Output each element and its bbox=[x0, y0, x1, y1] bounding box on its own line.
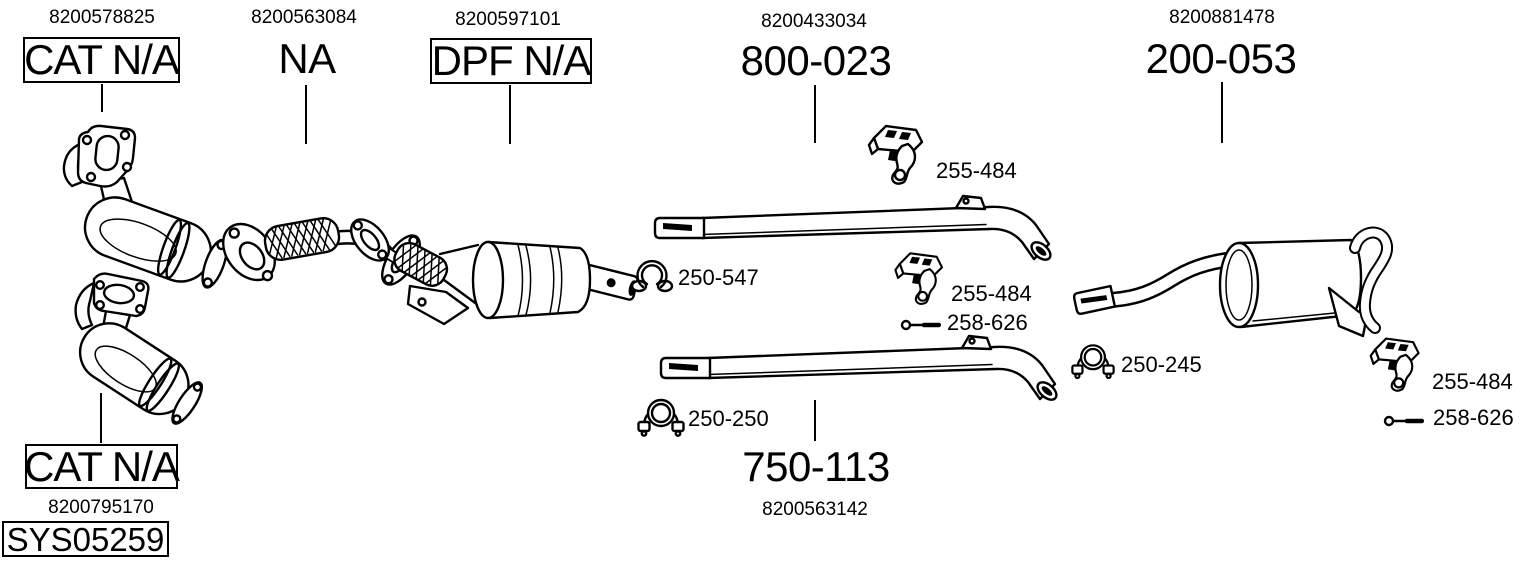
part-ref-tail-pipe: 8200563142 bbox=[762, 499, 868, 520]
part-code-box-cat-rear: CAT N/A bbox=[24, 442, 180, 490]
fitting-tag-hanger-centre-top: 255-484 bbox=[936, 158, 1017, 183]
fitting-tag-hanger-rear: 255-484 bbox=[1432, 369, 1513, 394]
fitting-tag-bolt-centre: 258-626 bbox=[947, 310, 1028, 335]
clamp-rear-icon bbox=[1071, 344, 1115, 380]
part-code-box-cat-front: CAT N/A bbox=[23, 37, 180, 83]
part-code-cat-front: CAT N/A bbox=[24, 36, 180, 83]
hanger-rear-icon bbox=[1369, 337, 1420, 392]
leader-line-flex-pipe bbox=[305, 85, 307, 144]
bolt-centre-icon bbox=[900, 319, 942, 331]
system-code-box: SYS05259 bbox=[2, 521, 169, 557]
leader-line-tail-pipe bbox=[814, 400, 816, 441]
centre-pipe-drawing bbox=[653, 194, 1052, 261]
leader-line-cat-front bbox=[101, 84, 103, 112]
part-ref-rear-silencer: 8200881478 bbox=[1169, 7, 1275, 28]
hanger-centre-mid-icon bbox=[894, 252, 944, 305]
fitting-tag-clamp-tail: 250-250 bbox=[688, 406, 769, 431]
dpf-drawing bbox=[350, 218, 639, 326]
clamp-front-icon bbox=[630, 260, 674, 293]
part-code-flex-pipe: NA bbox=[278, 35, 336, 82]
part-ref-centre-pipe: 8200433034 bbox=[761, 11, 867, 32]
part-code-rear-silencer: 200-053 bbox=[1145, 35, 1297, 82]
part-code-cat-rear: CAT N/A bbox=[24, 442, 180, 490]
bolt-rear-icon bbox=[1383, 415, 1425, 427]
leader-line-rear-silencer bbox=[1221, 82, 1223, 143]
rear-silencer-drawing bbox=[1072, 226, 1394, 338]
part-ref-cat-rear: 8200795170 bbox=[48, 497, 154, 518]
fitting-tag-clamp-rear: 250-245 bbox=[1121, 352, 1202, 377]
clamp-tail-icon bbox=[637, 398, 685, 437]
leader-line-centre-pipe bbox=[814, 85, 816, 143]
fitting-tag-bolt-rear: 258-626 bbox=[1433, 405, 1514, 430]
part-code-box-dpf: DPF N/A bbox=[430, 38, 592, 84]
hanger-centre-top-icon bbox=[867, 124, 924, 185]
part-ref-dpf: 8200597101 bbox=[455, 9, 561, 30]
fitting-tag-hanger-centre-mid: 255-484 bbox=[951, 281, 1032, 306]
fitting-tag-clamp-front: 250-547 bbox=[678, 265, 759, 290]
part-code-tail-pipe: 750-113 bbox=[742, 443, 890, 490]
front-catalyst-lower-drawing bbox=[74, 272, 204, 425]
part-code-dpf: DPF N/A bbox=[431, 37, 592, 84]
part-ref-flex-pipe: 8200563084 bbox=[251, 7, 357, 28]
part-ref-cat-front: 8200578825 bbox=[49, 7, 155, 28]
front-catalyst-upper-drawing bbox=[62, 124, 228, 289]
part-code-centre-pipe: 800-023 bbox=[740, 37, 892, 84]
leader-line-cat-rear bbox=[100, 393, 102, 443]
leader-line-dpf bbox=[509, 85, 511, 144]
system-code: SYS05259 bbox=[6, 520, 165, 558]
tail-pipe-drawing bbox=[659, 334, 1058, 401]
